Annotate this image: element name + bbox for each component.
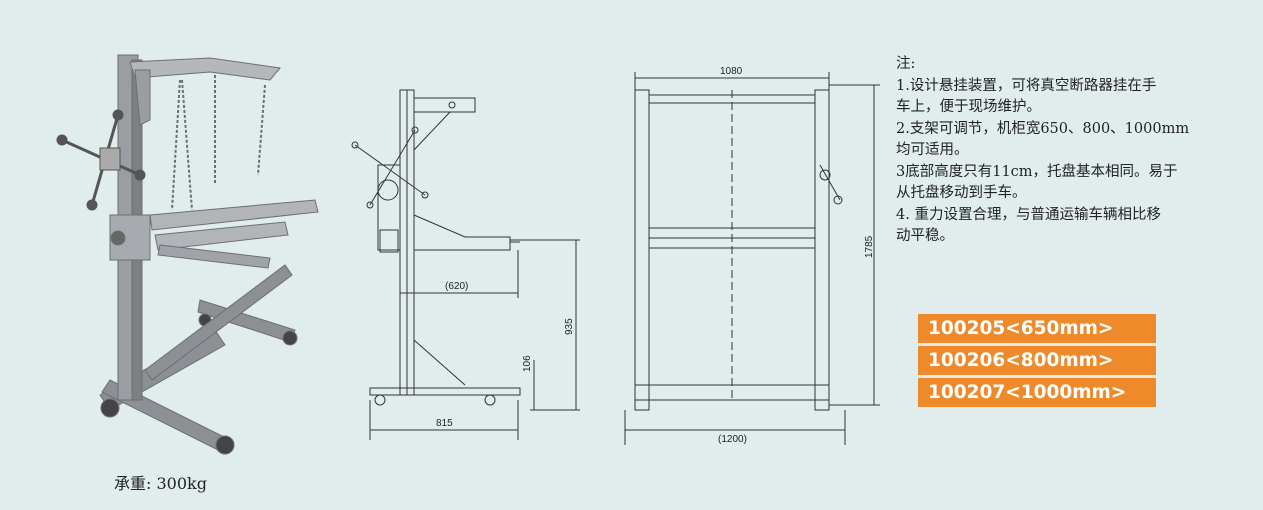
note-line: 1.设计悬挂装置，可将真空断路器挂在手: [896, 77, 1157, 94]
notes-block: 注: 1.设计悬挂装置，可将真空断路器挂在手 车上，便于现场维护。 2.支架可调…: [896, 54, 1241, 248]
dim-815: 815: [436, 418, 453, 429]
note-line: 4. 重力设置合理，与普通运输车辆相比移: [896, 206, 1161, 223]
note-line: 均可适用。: [896, 142, 969, 158]
model-100205: 100205<650mm>: [918, 314, 1156, 343]
front-view-drawing: 1080 (1200) 1785: [624, 66, 880, 445]
model-list: 100205<650mm> 100206<800mm> 100207<1000m…: [918, 314, 1156, 410]
note-line: 3底部高度只有11cm，托盘基本相同。易于: [896, 163, 1178, 180]
note-line: 从托盘移动到手车。: [896, 185, 1027, 201]
dim-1200: (1200): [718, 434, 747, 445]
notes-heading: 注:: [896, 56, 916, 72]
model-100207: 100207<1000mm>: [918, 378, 1156, 407]
load-capacity-caption: 承重: 300kg: [114, 474, 207, 493]
product-photo: [56, 54, 319, 455]
note-line: 车上，便于现场维护。: [896, 99, 1041, 115]
dim-106: 106: [522, 355, 533, 372]
dim-935: 935: [564, 318, 575, 335]
side-view-drawing: (620) 815 935 106: [351, 89, 580, 440]
dim-620: (620): [445, 281, 468, 292]
note-line: 动平稳。: [896, 228, 954, 244]
model-100206: 100206<800mm>: [918, 346, 1156, 375]
dim-1080: 1080: [720, 66, 743, 77]
note-line: 2.支架可调节，机柜宽650、800、1000mm: [896, 120, 1190, 137]
dim-1785: 1785: [864, 235, 875, 258]
